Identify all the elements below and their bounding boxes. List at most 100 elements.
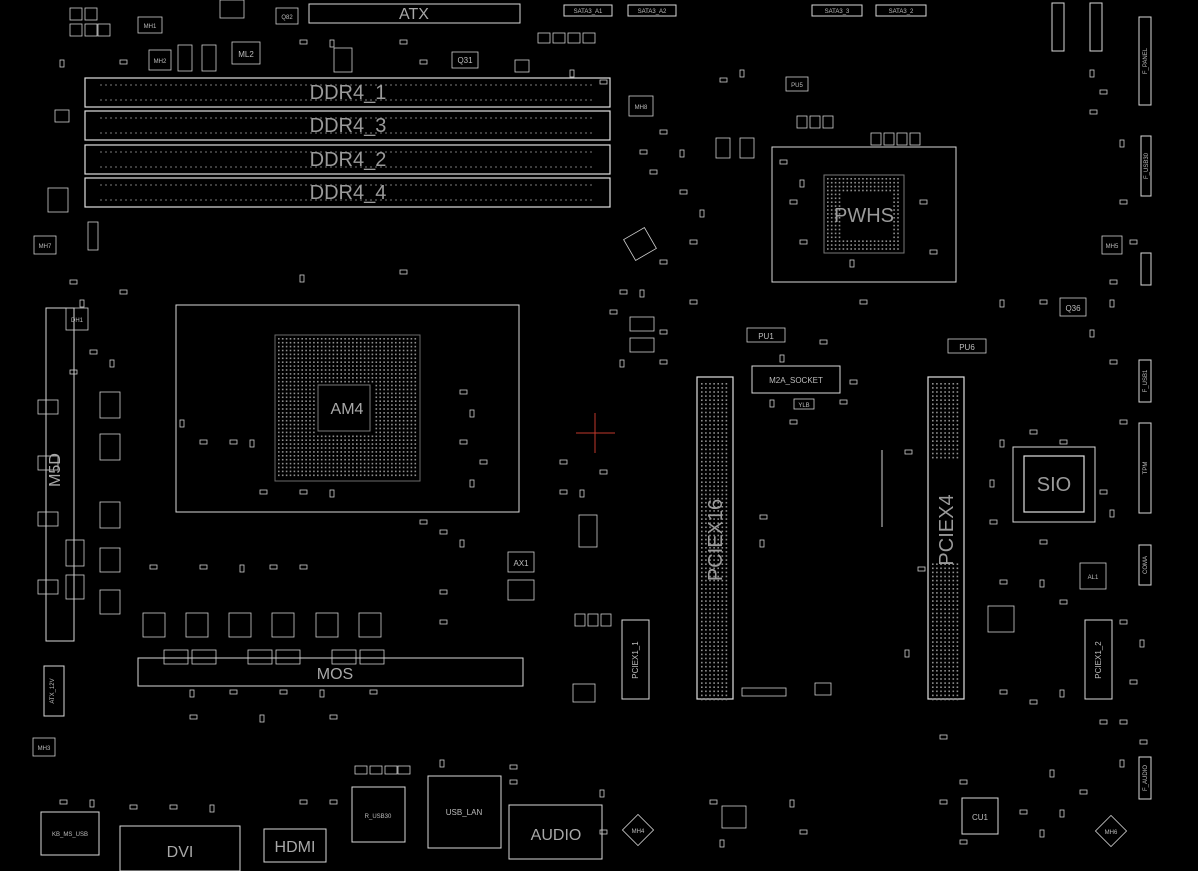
pin bbox=[956, 588, 959, 590]
pin bbox=[721, 501, 724, 504]
pin bbox=[897, 185, 899, 188]
pin bbox=[375, 462, 378, 465]
passive-component bbox=[1119, 719, 1128, 725]
pin bbox=[379, 353, 381, 356]
passive-component bbox=[799, 829, 808, 835]
pin bbox=[717, 473, 719, 475]
pin bbox=[406, 338, 409, 340]
pin bbox=[285, 338, 288, 340]
pin bbox=[721, 579, 724, 582]
pin bbox=[709, 665, 711, 668]
pin bbox=[406, 447, 409, 449]
pin bbox=[332, 447, 335, 449]
pin bbox=[936, 579, 938, 582]
pin bbox=[406, 451, 409, 453]
pin bbox=[317, 353, 319, 356]
pin bbox=[713, 682, 715, 684]
pin bbox=[713, 686, 715, 688]
pin bbox=[293, 361, 296, 363]
pin bbox=[834, 224, 837, 227]
pin bbox=[371, 470, 374, 473]
pin bbox=[952, 387, 955, 389]
pin bbox=[932, 407, 934, 410]
pin bbox=[410, 353, 413, 356]
pin bbox=[379, 338, 381, 340]
pin bbox=[932, 592, 934, 594]
pin bbox=[289, 353, 292, 356]
pin bbox=[713, 596, 715, 598]
rear-io: KB_MS_USB DVI HDMI R_USB30 USB_LAN AUDIO bbox=[40, 765, 603, 871]
pin bbox=[414, 431, 417, 434]
pin bbox=[948, 444, 950, 447]
pin bbox=[713, 624, 715, 627]
pin bbox=[721, 399, 724, 401]
pin bbox=[278, 427, 280, 430]
pin bbox=[701, 620, 703, 623]
pin bbox=[956, 678, 959, 680]
pin bbox=[289, 384, 292, 387]
pin bbox=[387, 392, 389, 395]
pin bbox=[834, 213, 837, 215]
pin bbox=[881, 181, 884, 184]
pin bbox=[301, 400, 303, 402]
pin bbox=[395, 384, 397, 387]
pin bbox=[725, 678, 728, 680]
pin bbox=[944, 596, 946, 598]
pin bbox=[398, 443, 401, 445]
passive-component bbox=[199, 564, 208, 570]
pin bbox=[348, 458, 350, 461]
ddr4-4-label: DDR4_4 bbox=[310, 182, 387, 204]
pin bbox=[305, 388, 307, 391]
passive-component bbox=[1039, 299, 1048, 305]
pin bbox=[721, 616, 724, 619]
pin bbox=[936, 432, 938, 434]
pin bbox=[893, 181, 895, 184]
pin bbox=[410, 431, 413, 434]
pin bbox=[940, 637, 942, 639]
pin bbox=[285, 474, 288, 477]
pin bbox=[701, 456, 703, 459]
pin bbox=[952, 670, 955, 672]
passive-component bbox=[209, 804, 215, 813]
pin bbox=[717, 407, 719, 410]
pin bbox=[932, 456, 934, 459]
pin bbox=[344, 455, 346, 457]
pin bbox=[402, 431, 405, 434]
pin bbox=[709, 514, 711, 516]
pin bbox=[391, 404, 393, 406]
pin bbox=[936, 391, 938, 393]
pin bbox=[402, 443, 405, 445]
passive-component bbox=[469, 479, 475, 488]
pin bbox=[410, 396, 413, 399]
pin bbox=[395, 427, 397, 430]
pin bbox=[893, 213, 895, 215]
pin bbox=[383, 455, 385, 457]
passive-component bbox=[269, 564, 278, 570]
pin bbox=[379, 377, 381, 379]
pin bbox=[278, 377, 280, 379]
pu6-label: PU6 bbox=[959, 343, 975, 352]
pin bbox=[705, 444, 707, 447]
pin bbox=[278, 349, 280, 352]
pin bbox=[701, 633, 703, 635]
pin bbox=[359, 377, 362, 379]
pin bbox=[717, 403, 719, 406]
pin bbox=[717, 538, 719, 541]
pin bbox=[406, 377, 409, 379]
pin bbox=[383, 423, 385, 426]
pin bbox=[375, 349, 378, 352]
pin bbox=[363, 470, 366, 473]
pin bbox=[705, 698, 707, 701]
pin bbox=[705, 567, 707, 570]
pin bbox=[952, 698, 955, 701]
pin bbox=[936, 444, 938, 447]
pin bbox=[932, 645, 934, 647]
pin bbox=[932, 629, 934, 631]
pin bbox=[406, 458, 409, 461]
pin bbox=[701, 542, 703, 545]
pin bbox=[830, 244, 833, 246]
pin bbox=[936, 403, 938, 406]
pin bbox=[940, 403, 942, 406]
pin bbox=[320, 345, 323, 348]
pin bbox=[414, 338, 417, 340]
